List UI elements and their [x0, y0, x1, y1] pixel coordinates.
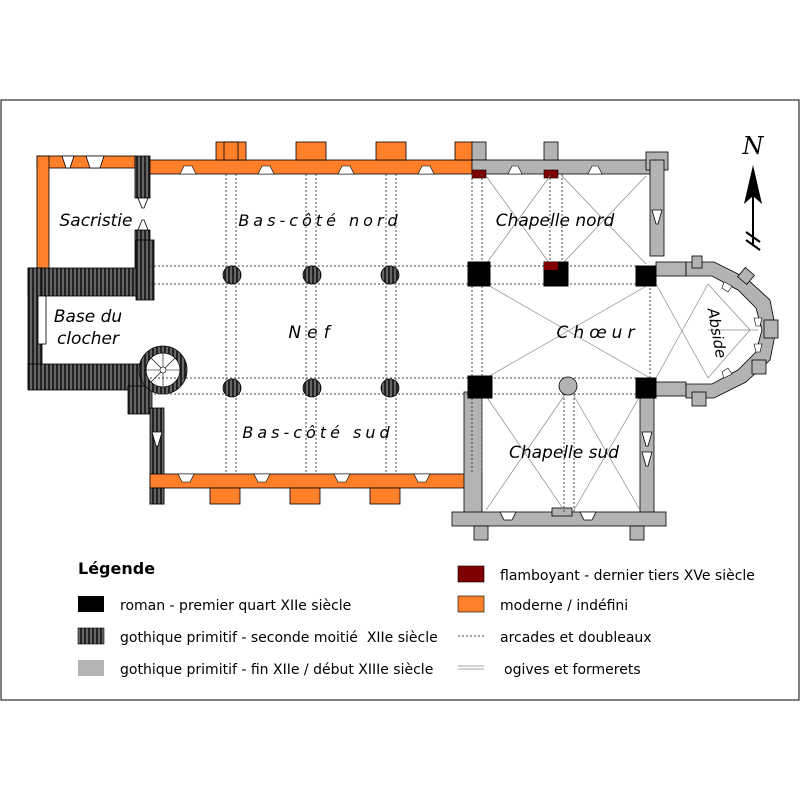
legend-label-gothique-xiii: gothique primitif - fin XIIe / début XII…	[120, 662, 433, 678]
legend-label-moderne: moderne / indéfini	[500, 598, 628, 614]
flamboyant-pier-north-2	[543, 169, 559, 179]
label-choeur: Chœur	[557, 323, 640, 343]
north-arrow: N	[742, 132, 765, 251]
legend-label-arcades: arcades et doubleaux	[500, 630, 652, 646]
label-base-clocher-2: clocher	[57, 329, 120, 349]
legend-swatch-gothique-xiii	[78, 660, 104, 676]
flamboyant-pier-north-1	[471, 169, 487, 179]
choir-column-gray	[558, 376, 578, 396]
legend-label-flamboyant: flamboyant - dernier tiers XVe siècle	[500, 568, 755, 584]
label-chapelle-sud: Chapelle sud	[509, 443, 619, 463]
label-bas-cote-sud: Bas-côté sud	[242, 423, 393, 442]
clocher-walls	[27, 239, 155, 415]
legend: Légende roman - premier quart XIIe siècl…	[77, 559, 755, 678]
chapelle-nord-windows	[507, 165, 603, 175]
label-base-clocher-1: Base du	[54, 307, 123, 327]
south-aisle-wall	[149, 473, 467, 505]
north-aisle-windows	[179, 165, 435, 175]
spiral-staircase	[138, 345, 188, 395]
legend-swatch-gothique-xii	[77, 627, 105, 645]
south-aisle-windows	[177, 473, 431, 483]
chapelle-nord-walls	[471, 141, 669, 257]
legend-title: Légende	[78, 559, 155, 578]
north-aisle-wall	[149, 141, 474, 175]
nave-columns	[222, 265, 400, 398]
label-nef: Nef	[288, 323, 335, 343]
flamboyant-pier-choir	[544, 262, 558, 270]
legend-label-gothique-xii: gothique primitif - seconde moitié XIIe …	[120, 630, 438, 646]
abside-walls	[655, 255, 779, 407]
legend-line-ogives	[458, 665, 484, 670]
legend-swatch-moderne	[457, 595, 485, 613]
rib-lines	[485, 175, 758, 511]
legend-label-roman: roman - premier quart XIIe siècle	[120, 598, 351, 614]
legend-swatch-roman	[78, 596, 104, 612]
label-bas-cote-nord: Bas-côté nord	[238, 211, 401, 230]
legend-label-ogives: ogives et formerets	[504, 662, 641, 678]
abside-windows	[721, 281, 763, 379]
legend-swatch-flamboyant	[457, 565, 485, 583]
label-chapelle-nord: Chapelle nord	[496, 211, 615, 231]
north-label: N	[742, 132, 765, 160]
label-sacristie: Sacristie	[60, 211, 133, 231]
